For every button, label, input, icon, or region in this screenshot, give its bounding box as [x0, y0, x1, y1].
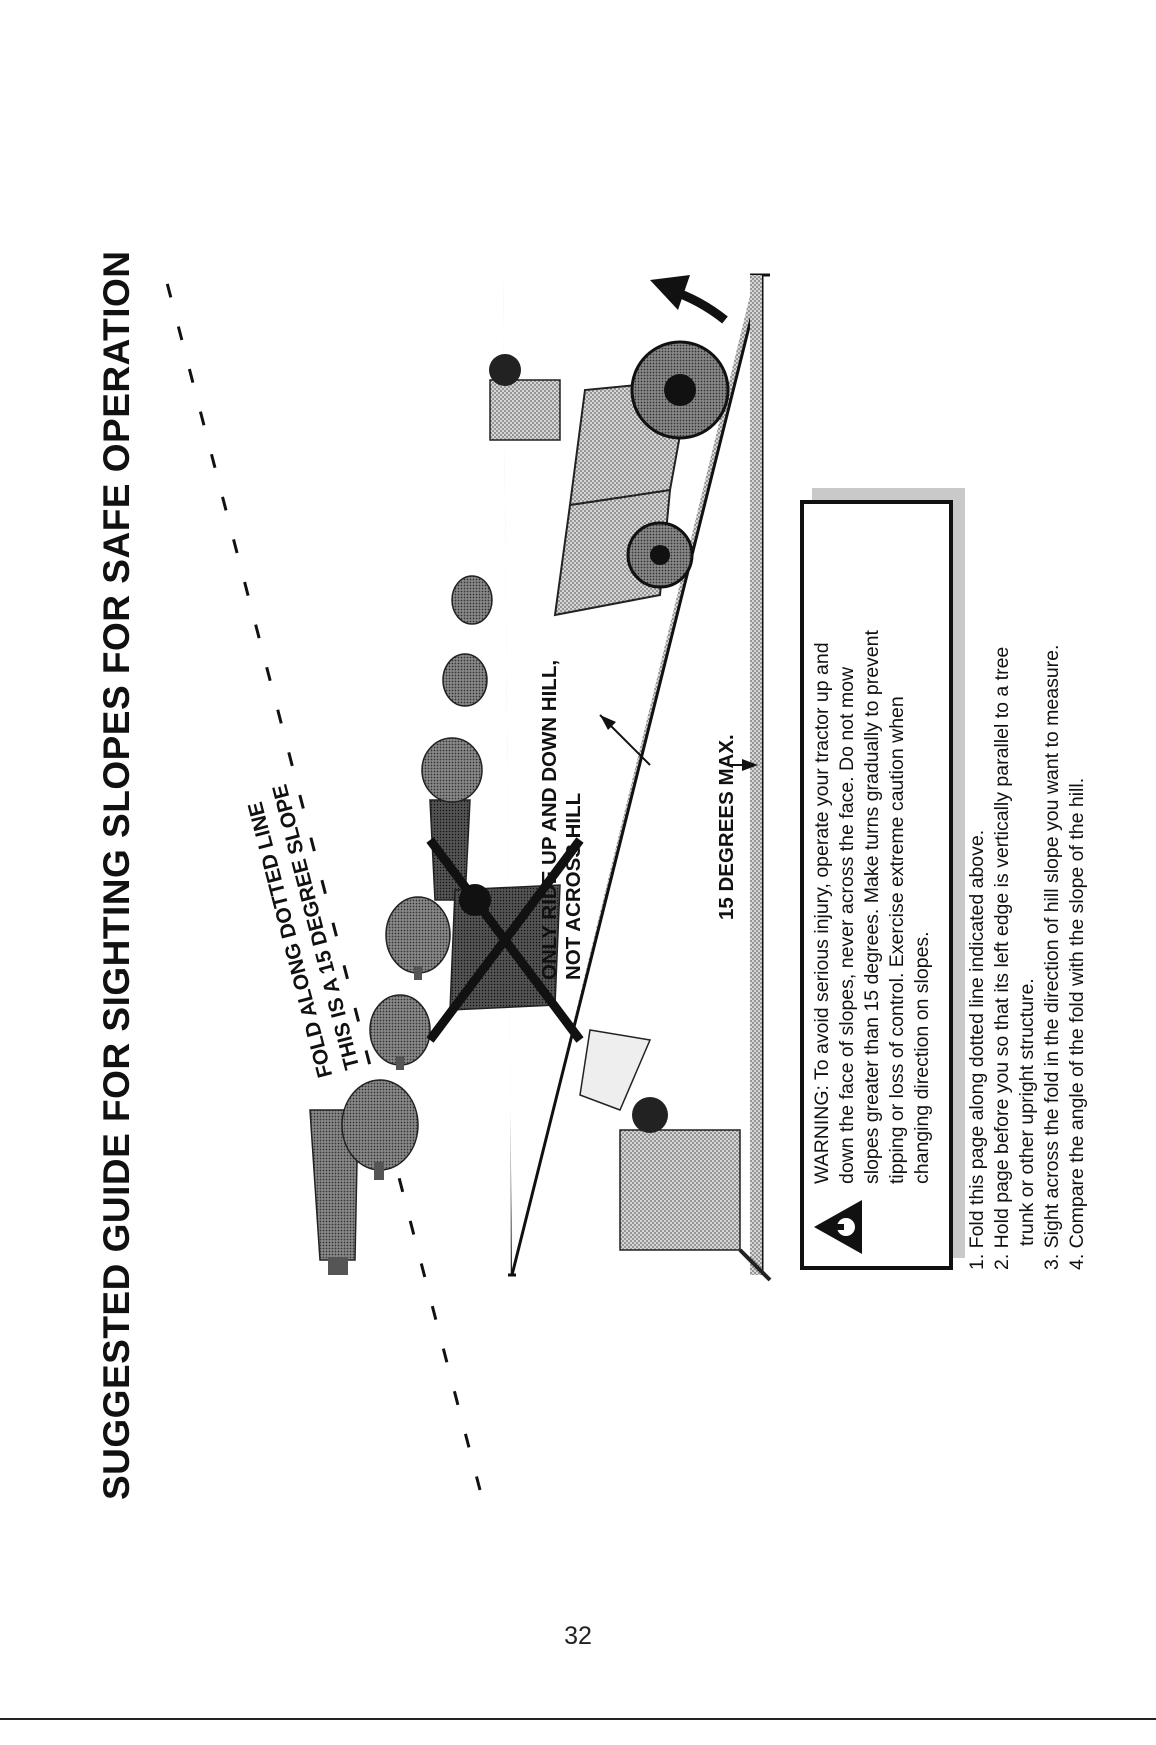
warning-line: WARNING: To avoid serious injury, operat… — [811, 642, 833, 1184]
warning-triangle-icon — [814, 1200, 862, 1254]
ride-direction-line1: ONLY RIDE UP AND DOWN HILL, — [538, 659, 561, 980]
tree-icon — [442, 653, 488, 707]
instruction-step-3: 3. Sight across the fold in the directio… — [1041, 644, 1063, 1270]
tree-icon — [451, 575, 493, 625]
rotated-page: SUGGESTED GUIDE FOR SIGHTING SLOPES FOR … — [10, 10, 1146, 1670]
instruction-step-1: 1. Fold this page along dotted line indi… — [966, 829, 988, 1270]
warning-line: down the face of slopes, never across th… — [836, 666, 858, 1184]
page-bottom-rule — [0, 1718, 1156, 1720]
ride-direction-line2: NOT ACROSS HILL — [562, 792, 585, 980]
warning-line: slopes greater than 15 degrees. Make tur… — [861, 630, 883, 1184]
fold-dotted-line — [163, 274, 482, 1491]
tree-icon — [369, 994, 431, 1070]
landscape-content: SUGGESTED GUIDE FOR SIGHTING SLOPES FOR … — [10, 10, 1146, 1670]
instruction-step-2: 2. Hold page before you so that its left… — [991, 646, 1013, 1270]
direction-arrow-head — [650, 275, 690, 310]
hill-band — [750, 275, 762, 1275]
warning-text: WARNING: To avoid serious injury, operat… — [810, 514, 935, 1184]
page-number: 32 — [564, 1622, 592, 1650]
instruction-step-4: 4. Compare the angle of the fold with th… — [1066, 777, 1088, 1270]
warning-line: changing direction on slopes. — [911, 931, 933, 1184]
warning-line: tipping or loss of control. Exercise ext… — [886, 696, 908, 1184]
hill-top-edge — [510, 274, 764, 1276]
riding-tractor-icon — [489, 340, 730, 617]
slope-illustration — [163, 273, 772, 1491]
tree-icon — [385, 896, 451, 980]
max-angle-label: 15 DEGREES MAX. — [715, 734, 738, 920]
cross-mark-icon — [426, 837, 584, 1043]
instruction-list: 1. Fold this page along dotted line indi… — [965, 270, 1090, 1270]
ride-direction-label: ONLY RIDE UP AND DOWN HILL, NOT ACROSS H… — [538, 660, 586, 980]
tree-icon — [421, 737, 483, 803]
tree-icon — [341, 1079, 419, 1180]
instruction-step-2-cont: trunk or other upright structure. — [1016, 978, 1038, 1246]
warning-box: WARNING: To avoid serious injury, operat… — [800, 500, 953, 1270]
person-icon — [579, 1029, 772, 1282]
